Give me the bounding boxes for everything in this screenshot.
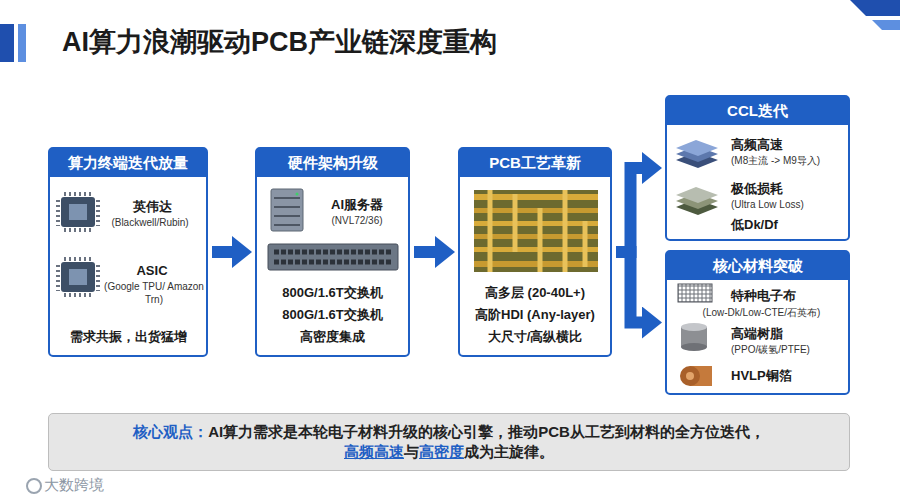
stage-box: 硬件架构升级 AI服务器 (NVL72/36) 800G/1.6T交换机 800G/1.… <box>255 147 410 357</box>
server-icon <box>271 189 303 231</box>
item-note: (NVL72/36) <box>307 215 407 228</box>
item-text: HVLP铜箔 <box>731 368 846 384</box>
title-bar <box>0 24 14 62</box>
stage-box: CCL迭代高频高速 (M8主流 -> M9导入) 极低损耗 (Ultra Low Lo… <box>665 95 850 241</box>
summary-text: 成为主旋律。 <box>464 443 554 460</box>
page-title: AI算力浪潮驱动PCB产业链深度重构 <box>62 24 497 60</box>
flow-arrow <box>616 252 642 323</box>
watermark-icon <box>27 479 41 493</box>
pcb-cross-section <box>474 190 598 272</box>
corner-mark <box>872 20 900 30</box>
box-header: 核心材料突破 <box>667 252 848 280</box>
highlight-text: 高频高速 <box>344 443 404 460</box>
item-text: 800G/1.6T交换机 <box>259 285 406 301</box>
summary-text: 与 <box>404 443 419 460</box>
flow-arrow <box>212 246 232 258</box>
stage-box: 算力终端迭代放量英伟达 (Blackwell/Rubin) ASIC (Google … <box>48 147 208 357</box>
item-text: 低Dk/Df <box>731 217 846 233</box>
item-note: (Low-Dk/Low-CTE/石英布) <box>675 307 848 320</box>
item-text: 极低损耗 <box>731 181 846 197</box>
item-text: 大尺寸/高纵横比 <box>462 329 608 345</box>
copper-foil-icon <box>680 366 712 386</box>
ccl-stack-icon <box>676 140 718 168</box>
box-header: 算力终端迭代放量 <box>50 149 206 177</box>
item-text: 800G/1.6T交换机 <box>259 307 406 323</box>
item-note: (Google TPU/ Amazon Trn) <box>104 281 204 306</box>
watermark: 大数跨境 <box>44 476 104 495</box>
summary-line: 核心观点：AI算力需求是本轮电子材料升级的核心引擎，推动PCB从工艺到材料的全方… <box>59 422 839 442</box>
key-point-label: 核心观点： <box>133 423 208 440</box>
item-text: 高频高速 <box>731 137 846 153</box>
corner-mark <box>850 0 900 16</box>
flow-arrow <box>414 246 435 258</box>
flow-arrow <box>616 168 642 252</box>
highlight-text: 高密度 <box>419 443 464 460</box>
item-text: ASIC <box>100 263 204 279</box>
box-header: PCB工艺革新 <box>460 149 610 177</box>
stage-box: PCB工艺革新高多层 (20-40L+) 高阶HDI (Any-layer) 大尺寸… <box>458 147 612 357</box>
item-text: 需求共振，出货猛增 <box>52 329 204 345</box>
item-text: 高多层 (20-40L+) <box>462 285 608 301</box>
item-note: (M8主流 -> M9导入) <box>731 155 848 168</box>
item-text: 高端树脂 <box>731 326 846 342</box>
box-header: CCL迭代 <box>667 97 848 125</box>
chip-icon <box>58 194 98 230</box>
glass-cloth-icon <box>678 284 712 302</box>
box-header: 硬件架构升级 <box>257 149 408 177</box>
item-note: (Blackwell/Rubin) <box>94 217 206 230</box>
title-bar <box>18 24 26 62</box>
resin-icon <box>681 323 707 351</box>
item-text: 高密度集成 <box>259 329 406 345</box>
item-text: 高阶HDI (Any-layer) <box>462 307 608 323</box>
switch-icon <box>268 244 398 270</box>
item-note: (PPO/碳氢/PTFE) <box>731 344 848 357</box>
ccl-stack-icon <box>676 187 718 215</box>
summary-box: 核心观点：AI算力需求是本轮电子材料升级的核心引擎，推动PCB从工艺到材料的全方… <box>48 413 850 471</box>
chip-icon <box>58 259 98 295</box>
stage-box: 核心材料突破特种电子布 (Low-Dk/Low-CTE/石英布) 高端树脂 (PPO/… <box>665 250 850 395</box>
summary-line: 高频高速与高密度成为主旋律。 <box>59 442 839 462</box>
item-text: 英伟达 <box>100 199 204 215</box>
item-text: AI服务器 <box>307 197 407 213</box>
item-note: (Ultra Low Loss) <box>731 199 848 212</box>
item-text: 特种电子布 <box>731 288 846 304</box>
summary-text: AI算力需求是本轮电子材料升级的核心引擎，推动PCB从工艺到材料的全方位迭代， <box>208 423 765 440</box>
